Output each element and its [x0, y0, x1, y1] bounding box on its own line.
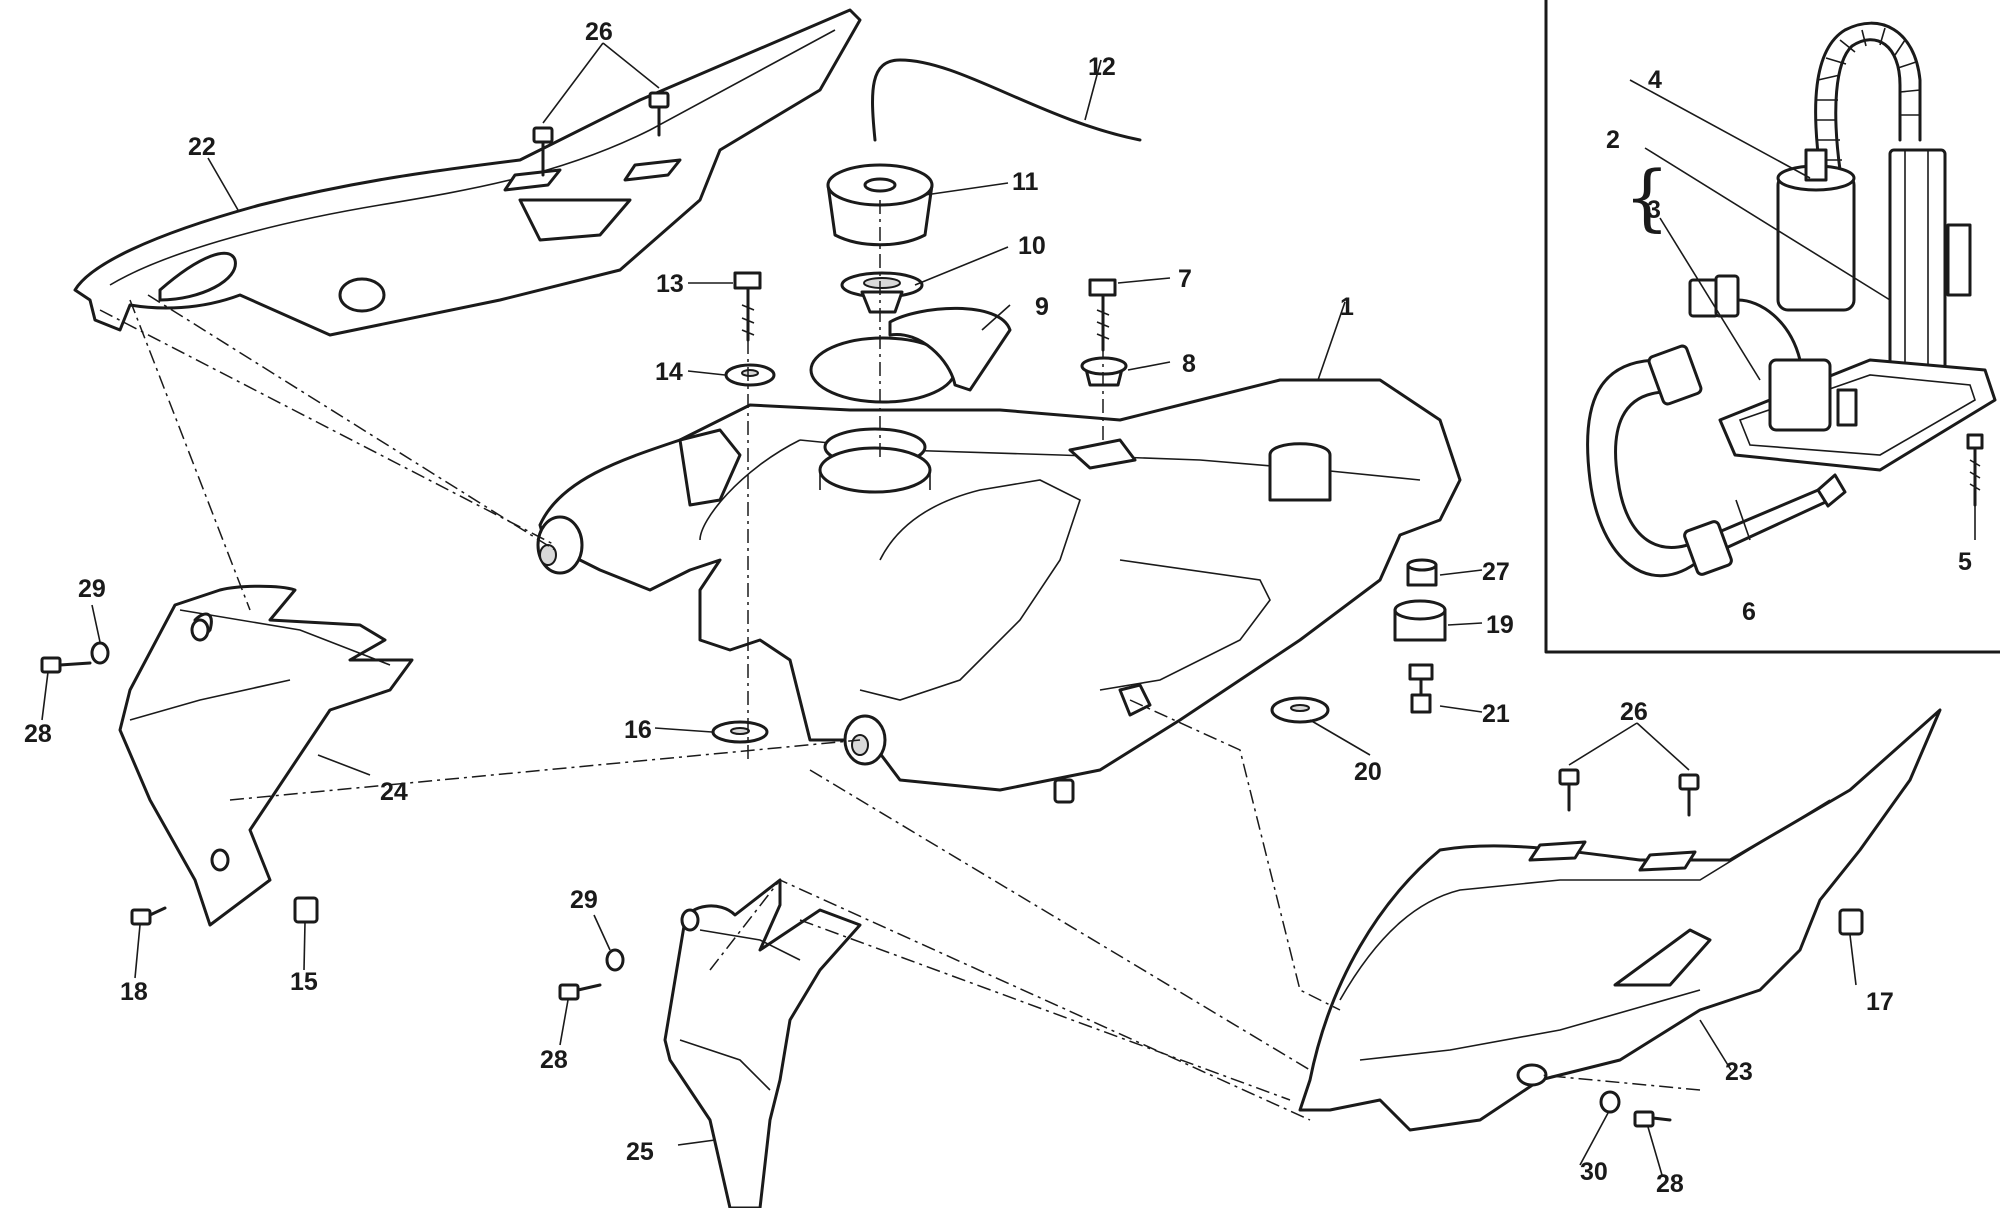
callout-2: 2: [1606, 126, 1620, 154]
callout-6: 6: [1742, 598, 1756, 626]
callout-24: 24: [380, 778, 408, 806]
callout-12: 12: [1088, 53, 1116, 81]
callout-9: 9: [1035, 293, 1049, 321]
part-1-fuel-tank: [536, 378, 1462, 804]
callout-10: 10: [1018, 232, 1046, 260]
callout-11: 11: [1012, 168, 1039, 196]
callout-labels: 26 22 12 11 10 9 13 7 14 8 1 4 2 3 5 6 2…: [24, 18, 1972, 1198]
vent-hose: [871, 58, 1142, 142]
callout-23: 23: [1725, 1058, 1753, 1086]
callout-8: 8: [1182, 350, 1196, 378]
callout-28: 28: [1656, 1170, 1684, 1198]
callout-27: 27: [1482, 558, 1510, 586]
callout-16: 16: [624, 716, 652, 744]
callout-29: 29: [78, 575, 106, 603]
callout-29: 29: [570, 886, 598, 914]
callout-26: 26: [1620, 698, 1648, 726]
callout-28: 28: [24, 720, 52, 748]
panel-grommet: [338, 277, 386, 313]
assembly-center-lines: [99, 200, 1701, 1121]
callout-7: 7: [1178, 265, 1192, 293]
callout-14: 14: [655, 358, 683, 386]
callout-19: 19: [1486, 611, 1514, 639]
part-25-center-lower-panel: [558, 878, 862, 1208]
callout-18: 18: [120, 978, 148, 1006]
callout-20: 20: [1354, 758, 1382, 786]
callout-3: 3: [1647, 196, 1661, 224]
fuel-pump-inset: {: [1544, 0, 2000, 654]
callout-17: 17: [1866, 988, 1894, 1016]
callout-5: 5: [1958, 548, 1972, 576]
callout-4: 4: [1648, 66, 1662, 94]
part-22-left-upper-panel: [73, 8, 862, 337]
part-24-left-lower-panel: [40, 584, 414, 927]
pump-canister: [1776, 173, 1856, 312]
callout-1: 1: [1340, 293, 1354, 321]
callout-25: 25: [626, 1138, 654, 1166]
callout-28: 28: [540, 1046, 568, 1074]
callout-21: 21: [1482, 700, 1510, 728]
part-23-right-lower-panel: [1298, 708, 1942, 1132]
callout-30: 30: [1580, 1158, 1608, 1186]
leader-lines: [41, 42, 1976, 1176]
callout-22: 22: [188, 133, 216, 161]
brace-symbol: {: [1624, 155, 1670, 239]
callout-13: 13: [656, 270, 684, 298]
callout-26: 26: [585, 18, 613, 46]
callout-15: 15: [290, 968, 318, 996]
tank-fasteners: [711, 58, 1447, 744]
